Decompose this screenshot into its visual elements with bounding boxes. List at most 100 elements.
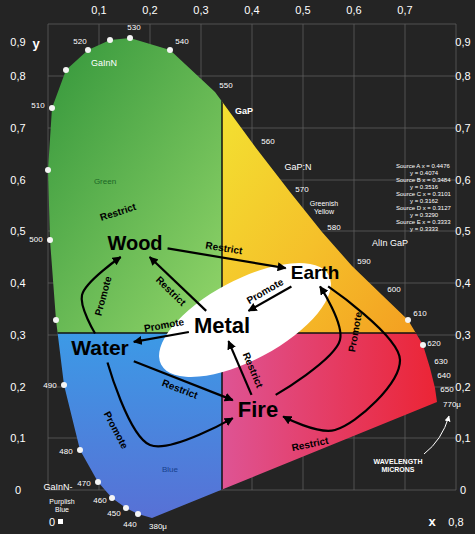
origin-mark — [58, 519, 63, 524]
edge-label: Promote — [346, 311, 364, 353]
tick-label: 0 — [49, 516, 55, 528]
wavelength-label: 440 — [123, 521, 136, 530]
red-region — [222, 333, 475, 534]
tick-label: 0,2 — [455, 381, 470, 393]
cycle-label: Restrict — [99, 201, 138, 223]
cycle-arrow — [276, 286, 341, 394]
source-note: y = 0.3162 — [410, 198, 438, 205]
tick-label: 0,4 — [10, 277, 25, 289]
wavelength-label: 630 — [434, 358, 447, 367]
dot — [109, 495, 115, 501]
green-region — [0, 0, 222, 333]
tick-label: 0,7 — [10, 122, 25, 134]
dot — [47, 237, 53, 243]
material-label: GaP — [235, 107, 253, 117]
grid-line — [48, 24, 49, 490]
element-name: Metal — [194, 314, 250, 338]
wavelength-label: 530 — [127, 24, 140, 33]
tick-label: 0,8 — [10, 70, 25, 82]
dot — [123, 505, 129, 511]
dot — [53, 317, 59, 323]
tick-label: 0,5 — [455, 225, 470, 237]
source-note: y = 0.3516 — [410, 184, 438, 191]
region-name: Green — [94, 178, 116, 187]
leader-line — [424, 416, 449, 454]
tick-label: 0,8 — [448, 516, 463, 528]
cycle-arrow — [134, 332, 189, 342]
tick-label: 0,6 — [346, 4, 361, 16]
element-node: Fire — [235, 397, 281, 423]
dot — [420, 342, 426, 348]
element-name: Water — [71, 336, 129, 359]
dot — [135, 511, 141, 517]
tick-label: 0,7 — [397, 4, 412, 16]
color-name: Greenish Yellow — [306, 200, 342, 215]
axis-label: x — [428, 515, 435, 529]
material-label: GaInN — [91, 59, 117, 69]
wavelength-label: 510 — [31, 102, 44, 111]
tick-label: 0,4 — [455, 277, 470, 289]
tick-label: 0,4 — [244, 4, 259, 16]
tick-label: 0,8 — [455, 70, 470, 82]
tick-label: 0 — [460, 484, 466, 496]
cycle-arrow — [107, 363, 232, 447]
wavelength-label: 550 — [219, 82, 232, 91]
element-name: Earth — [291, 263, 340, 284]
wavelength-label: 540 — [175, 38, 188, 47]
source-note: y = 0.3333 — [410, 226, 438, 233]
element-node: Water — [68, 335, 132, 360]
tick-label: 0,5 — [295, 4, 310, 16]
grid-line — [405, 24, 406, 490]
cycle-arrow — [150, 257, 207, 311]
element-name: Fire — [238, 398, 278, 422]
tick-label: 0,2 — [10, 381, 25, 393]
edge-label: Promote — [102, 410, 131, 451]
dot — [167, 47, 173, 53]
tick-label: 0,9 — [10, 36, 25, 48]
dot — [49, 105, 55, 111]
source-note: Source B x = 0.3484 — [396, 177, 451, 184]
edge-label: Restrict — [205, 240, 244, 257]
dot — [61, 382, 67, 388]
element-name: Wood — [107, 232, 162, 254]
dot — [95, 479, 101, 485]
tick-label: 0,1 — [10, 432, 25, 444]
source-note: Source E x = 0.3333 — [396, 219, 451, 226]
tick-label: 0,1 — [91, 4, 106, 16]
wavelength-label: 640 — [437, 372, 450, 381]
edge-label: Restrict — [154, 274, 188, 308]
wavelength-label: 600 — [387, 286, 400, 295]
wavelength-label: 490 — [43, 382, 56, 391]
edge-label: Restrict — [291, 435, 330, 454]
color-name: Purplish Blue — [45, 498, 79, 513]
wavelength-label: 520 — [73, 38, 86, 47]
wavelength-label: 500 — [29, 236, 42, 245]
element-node: Metal — [191, 313, 253, 339]
edge-label: Promote — [92, 275, 113, 317]
element-node: Earth — [288, 262, 343, 285]
tick-label: 0,3 — [10, 329, 25, 341]
wavelength-label: 770μ — [443, 401, 461, 410]
wavelength-label: 610 — [413, 310, 426, 319]
wavelength-label: 580 — [327, 224, 340, 233]
wavelength-label: 450 — [107, 510, 120, 519]
cycle-arrow — [82, 257, 121, 333]
edge-label: Restrict — [241, 351, 266, 390]
source-note: y = 0.4074 — [410, 170, 438, 177]
dot — [45, 167, 51, 173]
edge-label: Restrict — [161, 377, 200, 401]
wavelength-dots — [45, 35, 426, 517]
axis-label: y — [32, 37, 39, 51]
tick-label: 0,3 — [455, 329, 470, 341]
edge-label: Promote — [245, 276, 286, 306]
material-label: GaInN- — [43, 483, 72, 493]
divider-line — [221, 0, 223, 534]
material-label: GaP:N — [284, 163, 311, 173]
source-note: Source D x = 0.3127 — [396, 205, 451, 212]
edge-label: Promote — [143, 316, 185, 334]
cycle-arrow — [134, 361, 233, 400]
tick-label: 0,2 — [142, 4, 157, 16]
